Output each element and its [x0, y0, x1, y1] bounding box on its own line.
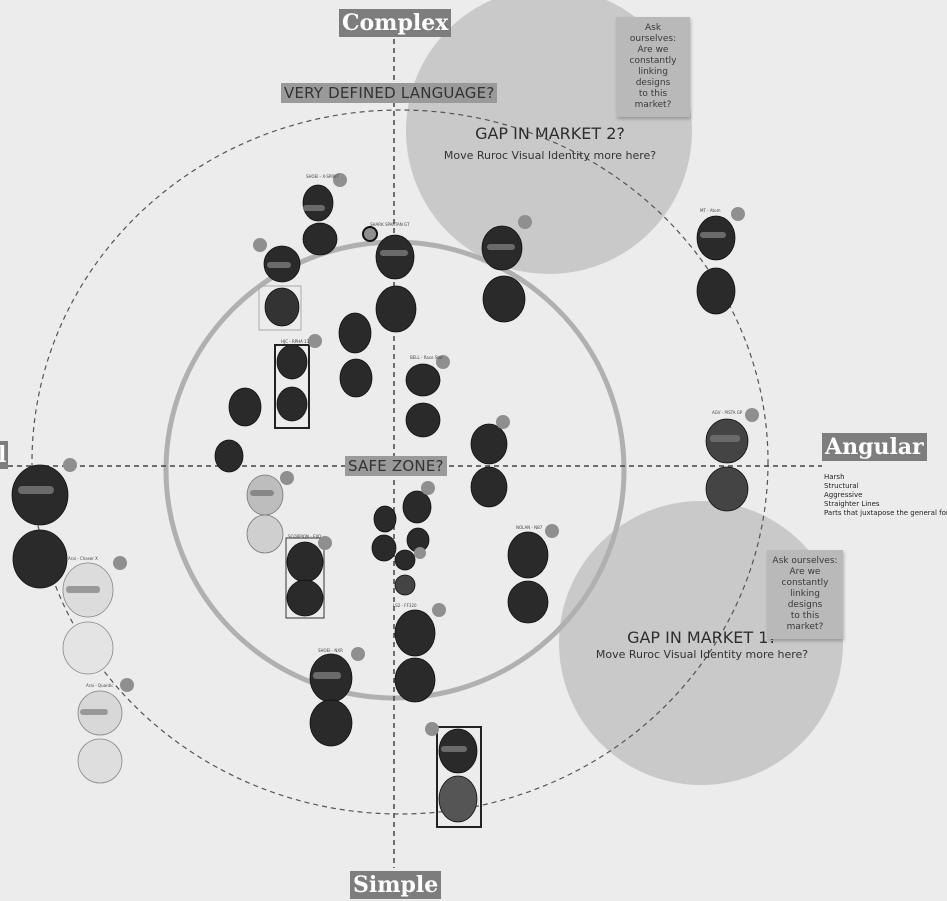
note-line: Are we — [789, 567, 821, 577]
gap-market-1-title: GAP IN MARKET 1? — [627, 628, 777, 647]
note-line: to this market? — [786, 611, 824, 632]
note-line: Ask ourselves: — [629, 23, 677, 44]
helmet-label-ls2: LS2 - FF320 — [393, 603, 417, 608]
gap-market-2-title: GAP IN MARKET 2? — [475, 124, 625, 143]
helmet-frame-light — [258, 285, 302, 331]
note-line: constantly — [781, 578, 829, 588]
note-line: to this market? — [634, 89, 672, 110]
helmet-frame-bottom — [436, 726, 482, 828]
helmet-frame-scorpion — [285, 537, 325, 619]
axis-label-simple: Simple — [350, 871, 442, 899]
axis-label-left-partial: l — [0, 441, 9, 469]
axis-label-angular: Angular — [822, 433, 927, 461]
helmet-label-hjc: HJC - RPHA 11 — [281, 339, 310, 344]
sticky-note-top: Ask ourselves: Are we constantly linking… — [616, 17, 690, 117]
axis-label-complex: Complex — [339, 9, 452, 37]
helmet-label-shoei-nxr: SHOEI - NXR — [318, 648, 343, 653]
helmet-cluster — [11, 184, 749, 823]
helmet-label-agv-pista: AGV - PISTA GP — [712, 410, 743, 415]
gap-market-2-subtitle: Move Ruroc Visual Identity more here? — [443, 149, 657, 162]
helmet-label-scorpion: SCORPION - EXO — [288, 534, 321, 539]
very-defined-language-banner: VERY DEFINED LANGUAGE? — [281, 83, 498, 103]
helmet-label-mt: MT - Atom — [700, 208, 721, 213]
helmet-label-arai-quantic: Arai - Quantic — [86, 683, 113, 688]
trait-item: Aggressive — [824, 491, 863, 499]
trait-item: Straighter Lines — [824, 500, 880, 508]
note-line: Ask ourselves: — [772, 556, 838, 566]
note-line: Are we — [637, 45, 669, 55]
safe-zone-banner: SAFE ZONE? — [345, 456, 447, 476]
helmet-label-shoei-x: SHOEI - X-SPIRIT — [306, 174, 339, 179]
note-line: linking designs — [787, 589, 823, 610]
marker-dot-outlined — [362, 226, 378, 242]
helmet-frame-hjc — [274, 344, 310, 429]
trait-item: Harsh — [824, 473, 845, 481]
gap-market-1-subtitle: Move Ruroc Visual Identity more here? — [595, 648, 809, 661]
helmet-label-shark: SHARK SPARTAN GT — [370, 222, 410, 227]
helmet-label-nolan: NOLAN - N87 — [516, 525, 543, 530]
trait-item: Parts that juxtapose the general form — [824, 509, 947, 517]
outer-dashed-ellipse — [31, 109, 769, 815]
trait-item: Structural — [824, 482, 859, 490]
helmet-label-bell: BELL - Race Star — [410, 355, 443, 360]
angular-traits-list: Harsh Structural Aggressive Straighter L… — [824, 473, 947, 518]
helmet-label-arai-chaser: Arai - Chaser X — [68, 556, 98, 561]
sticky-note-bottom: Ask ourselves: Are we constantly linking… — [767, 550, 843, 639]
note-line: constantly — [629, 56, 677, 66]
helmet-visors — [18, 205, 740, 752]
note-line: linking designs — [635, 67, 671, 88]
marker-dots — [63, 173, 759, 736]
